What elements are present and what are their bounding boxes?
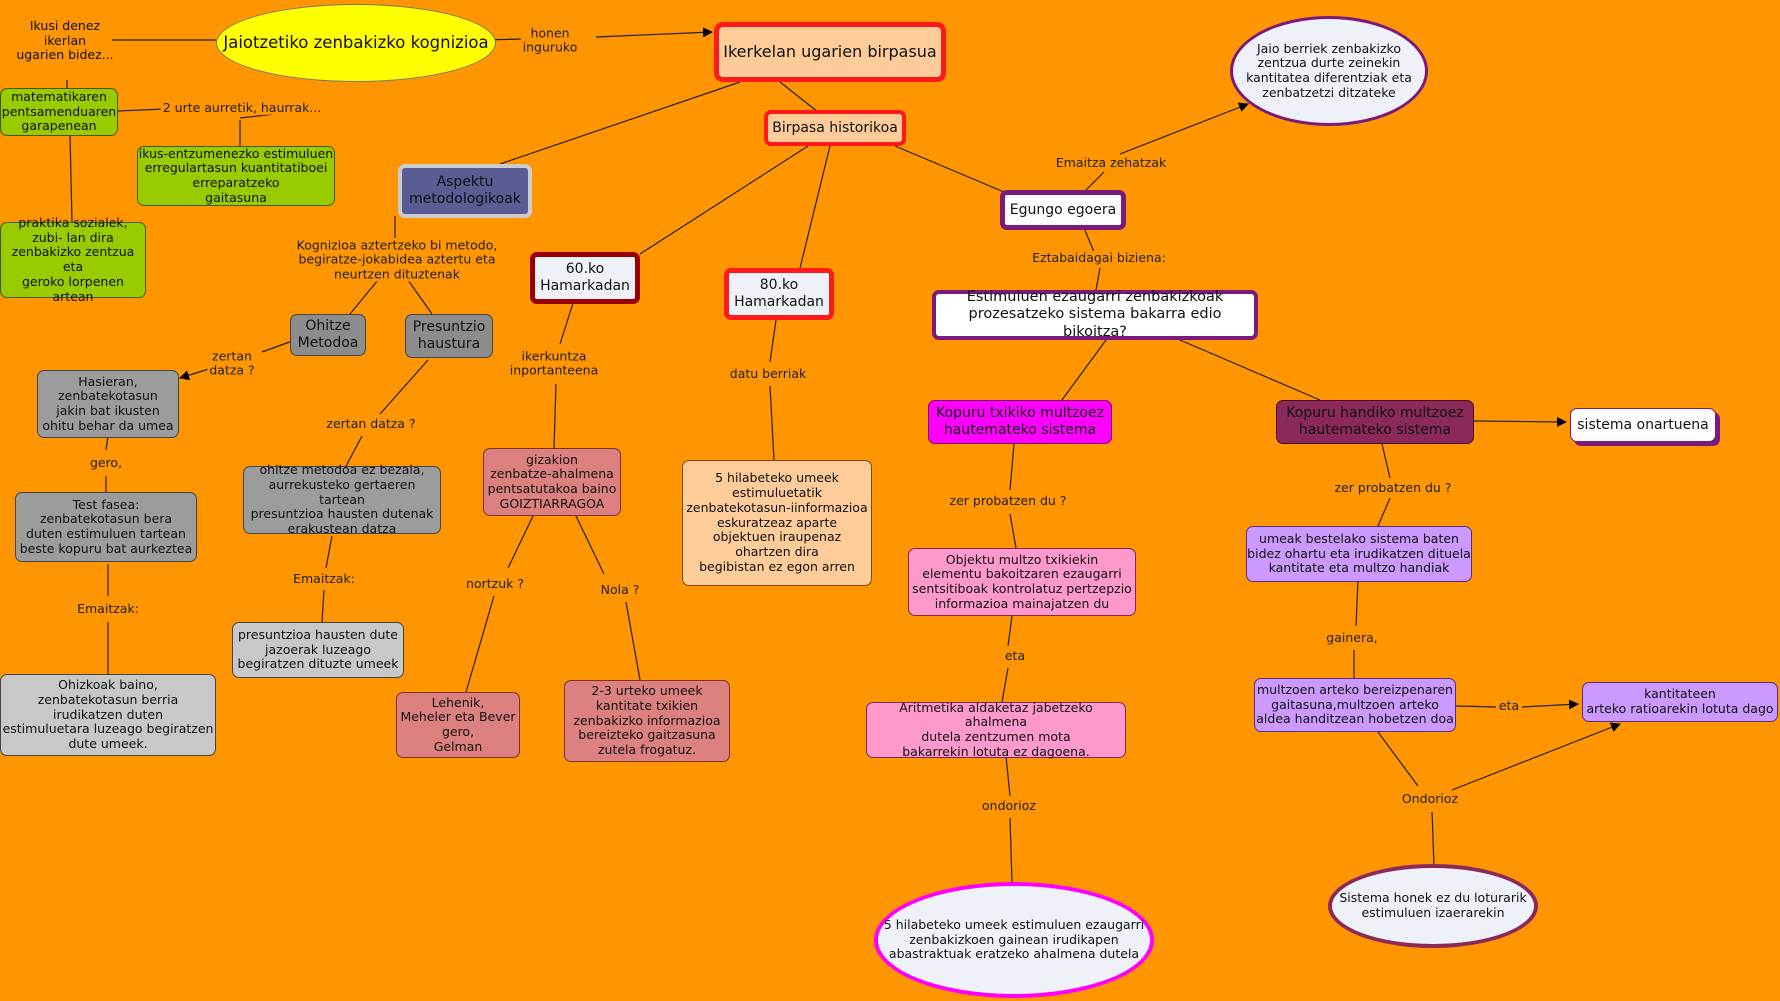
node-5-hilabeteko-abstraktuak[interactable]: 5 hilabeteko umeek estimuluen ezaugarri … — [874, 882, 1154, 998]
label-nola: Nola ? — [598, 581, 642, 598]
label-ondorioz: ondorioz — [980, 797, 1038, 814]
label-nortzuk: nortzuk ? — [464, 575, 526, 592]
node-onartuena[interactable]: sistema onartuena — [1570, 408, 1716, 442]
label-zer-probatzen-1: zer probatzen du ? — [947, 492, 1069, 509]
node-estimuluen-question[interactable]: Estimuluen ezaugarri zenbakizkoak prozes… — [932, 289, 1258, 340]
node-80ko[interactable]: 80.ko Hamarkadan — [724, 268, 834, 320]
label-emaitzak-2: Emaitzak: — [291, 570, 357, 587]
node-birpasa[interactable]: Birpasa historikoa — [764, 110, 906, 146]
label-kognizioa-aztertzeko: Kognizioa aztertzeko bi metodo, begiratz… — [294, 237, 500, 282]
label-gainera: gainera, — [1324, 629, 1380, 646]
node-matematikaren[interactable]: matematikaren pentsamenduaren garapenean — [0, 88, 118, 136]
node-gizakion[interactable]: gizakion zenbatze-ahalmena pentsatutakoa… — [483, 448, 621, 516]
node-aspektu[interactable]: Aspektu metodologikoak — [398, 164, 532, 218]
node-ohitze[interactable]: Ohitze Metodoa — [290, 314, 366, 356]
node-praktika[interactable]: praktika sozialek, zubi- lan dira zenbak… — [0, 215, 146, 303]
label-eztabaidagai: Eztabaidagai biziena: — [1030, 249, 1168, 266]
node-hasieran[interactable]: Hasieran, zenbatekotasun jakin bat ikust… — [37, 370, 179, 438]
node-presuntzio[interactable]: Presuntzio haustura — [405, 314, 493, 358]
node-multzoen-arteko[interactable]: multzoen arteko bereizpenaren gaitasuna,… — [1254, 678, 1456, 732]
node-egungo[interactable]: Egungo egoera — [1000, 190, 1126, 230]
node-ikus-entzumen[interactable]: ikus-entzumenezko estimuluen erregularta… — [137, 145, 335, 206]
label-gero: gero, — [87, 454, 125, 471]
label-emaitzak-1: Emaitzak: — [75, 600, 141, 617]
label-zer-probatzen-2: zer probatzen du ? — [1332, 479, 1454, 496]
node-kantitateen[interactable]: kantitateen arteko ratioarekin lotuta da… — [1582, 682, 1778, 722]
node-root[interactable]: Ikerkelan ugarien birpasua — [714, 22, 946, 82]
node-umeak-bestelako[interactable]: umeak bestelako sistema baten bidez ohar… — [1246, 526, 1472, 582]
node-kopuru-txiki[interactable]: Kopuru txikiko multzoez hautemateko sist… — [928, 400, 1112, 444]
label-ondorioz-2: Ondorioz — [1399, 790, 1461, 807]
node-objektu-multzo[interactable]: Objektu multzo txikiekin elementu bakoit… — [908, 548, 1136, 616]
label-emaitza-zehatzak: Emaitza zehatzak — [1053, 154, 1169, 171]
node-test-fasea[interactable]: Test fasea: zenbatekotasun bera duten es… — [15, 492, 197, 562]
label-honen-inguruko: honen inguruko — [520, 25, 580, 56]
label-eta-2: eta — [1496, 697, 1522, 714]
node-sistema-honek[interactable]: Sistema honek ez du loturarik estimuluen… — [1328, 864, 1538, 948]
label-2-urte: 2 urte aurretik, haurrak... — [160, 99, 324, 116]
node-lehenik[interactable]: Lehenik, Meheler eta Bever gero, Gelman — [396, 692, 520, 758]
label-ikerkuntza: ikerkuntza inportanteena — [507, 348, 601, 379]
node-aritmetika[interactable]: Aritmetika aldaketaz jabetzeko ahalmena … — [866, 700, 1126, 759]
node-jaio-berriek[interactable]: Jaio berriek zenbakizko zentzua durte ze… — [1230, 16, 1428, 126]
node-2-3-urteko[interactable]: 2-3 urteko umeek kantitate txikien zenba… — [564, 680, 730, 762]
label-datu-berriak: datu berriak — [727, 365, 809, 382]
node-presuntzioa-hausten[interactable]: presuntzioa hausten dute jazoerak luzeag… — [232, 622, 404, 678]
label-zertan-datza-2: zertan datza ? — [324, 415, 418, 432]
node-ikusi-denez: Ikusi denez ikerlan ugarien bidez... — [16, 17, 114, 63]
node-5-hilabeteko[interactable]: 5 hilabeteko umeek estimuluetatik zenbat… — [682, 460, 872, 586]
label-zertan-datza-1: zertan datza ? — [207, 348, 257, 379]
node-ohitze-ez[interactable]: ohitze metodoa ez bezala, aurrekusteko g… — [243, 462, 441, 536]
node-kopuru-handi[interactable]: Kopuru handiko multzoez hautemateko sist… — [1276, 400, 1474, 444]
node-jaiotzetiko[interactable]: Jaiotzetiko zenbakizko kognizioa — [216, 4, 496, 82]
node-ohizkoak[interactable]: Ohizkoak baino, zenbatekotasun berria ir… — [0, 674, 216, 756]
label-eta-1: eta — [1002, 647, 1028, 664]
node-60ko[interactable]: 60.ko Hamarkadan — [530, 252, 640, 304]
